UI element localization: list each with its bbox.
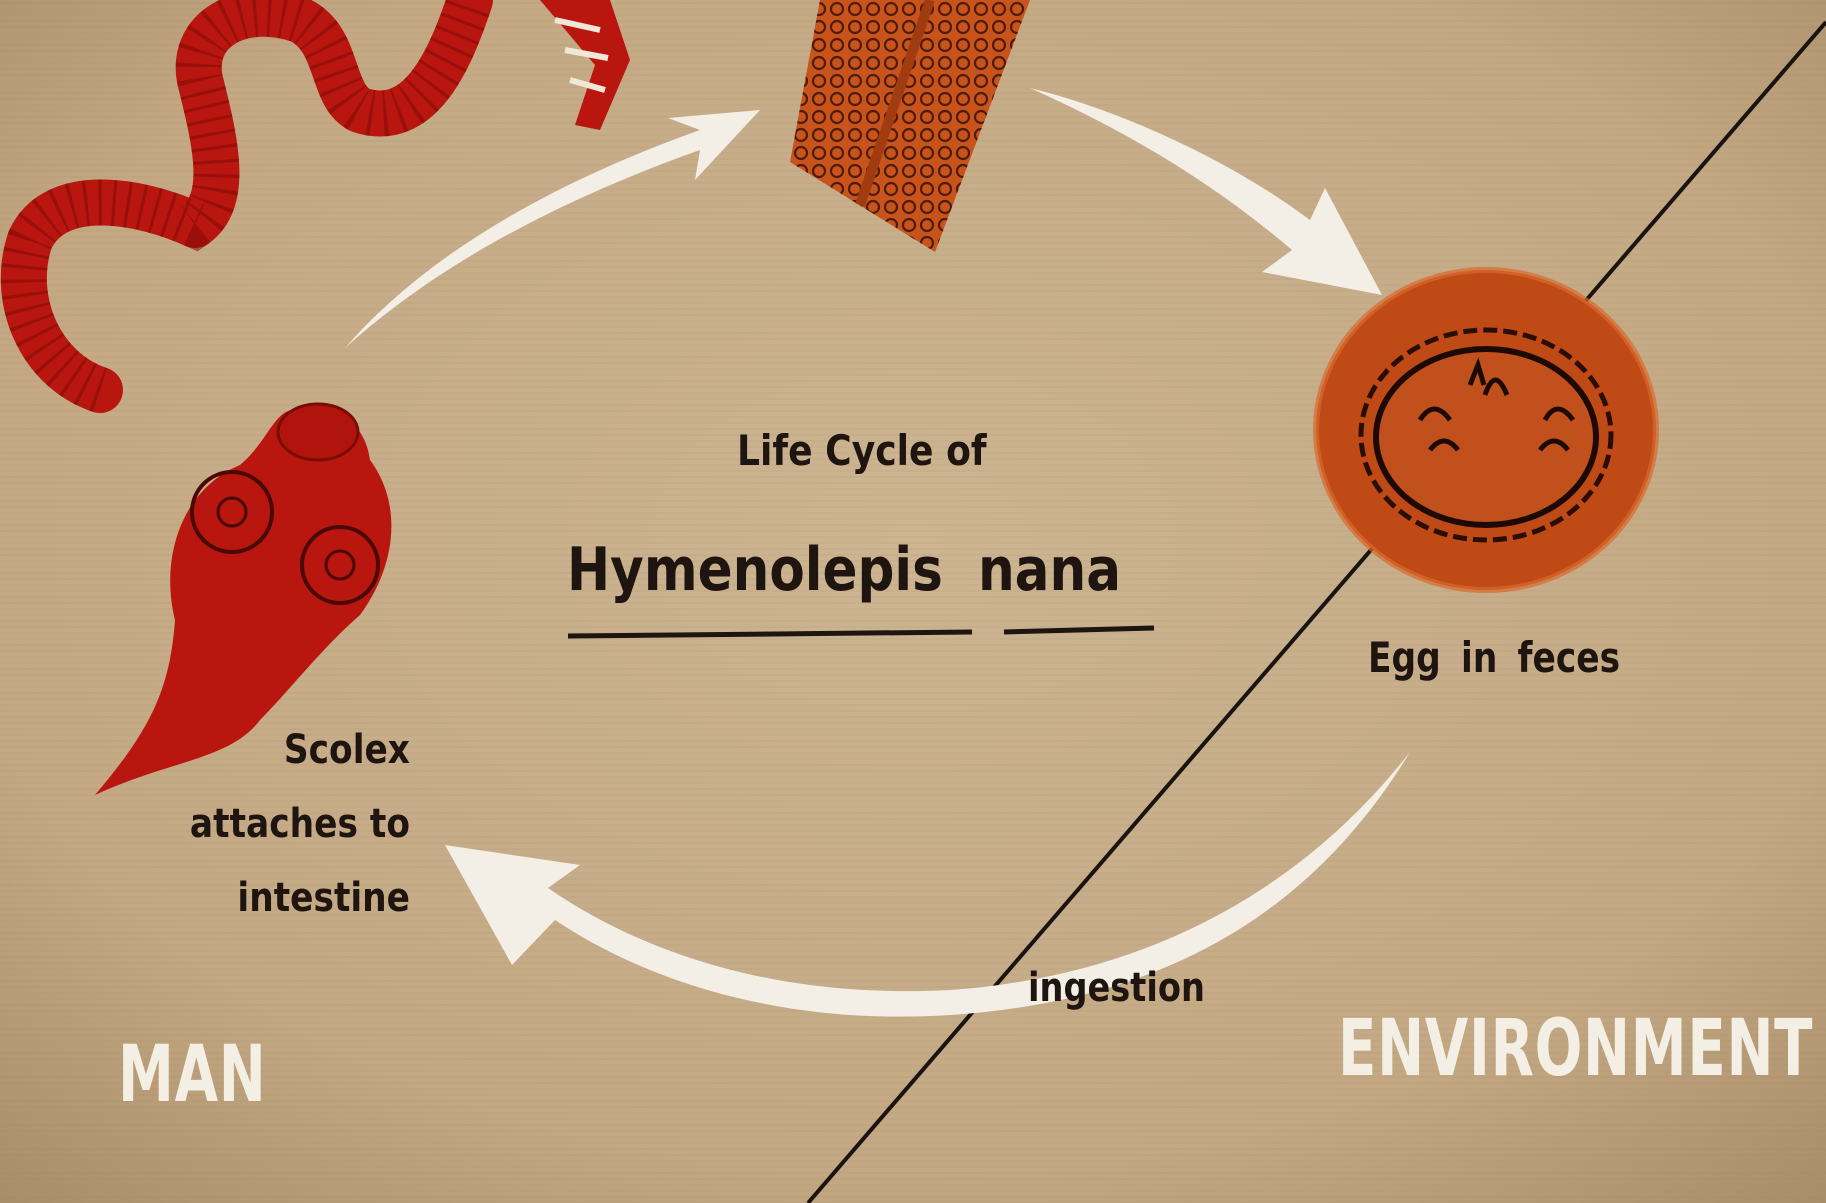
egg-label: Egg in feces xyxy=(1368,637,1620,679)
ingestion-label: ingestion xyxy=(1028,968,1205,1008)
title-underline-species xyxy=(1004,628,1154,632)
environment-region-label: ENVIRONMENT xyxy=(1338,1010,1813,1088)
title-underline-genus xyxy=(568,632,972,636)
scolex-label: Scolex attaches to intestine xyxy=(169,713,410,935)
man-region-label: MAN xyxy=(118,1036,267,1114)
